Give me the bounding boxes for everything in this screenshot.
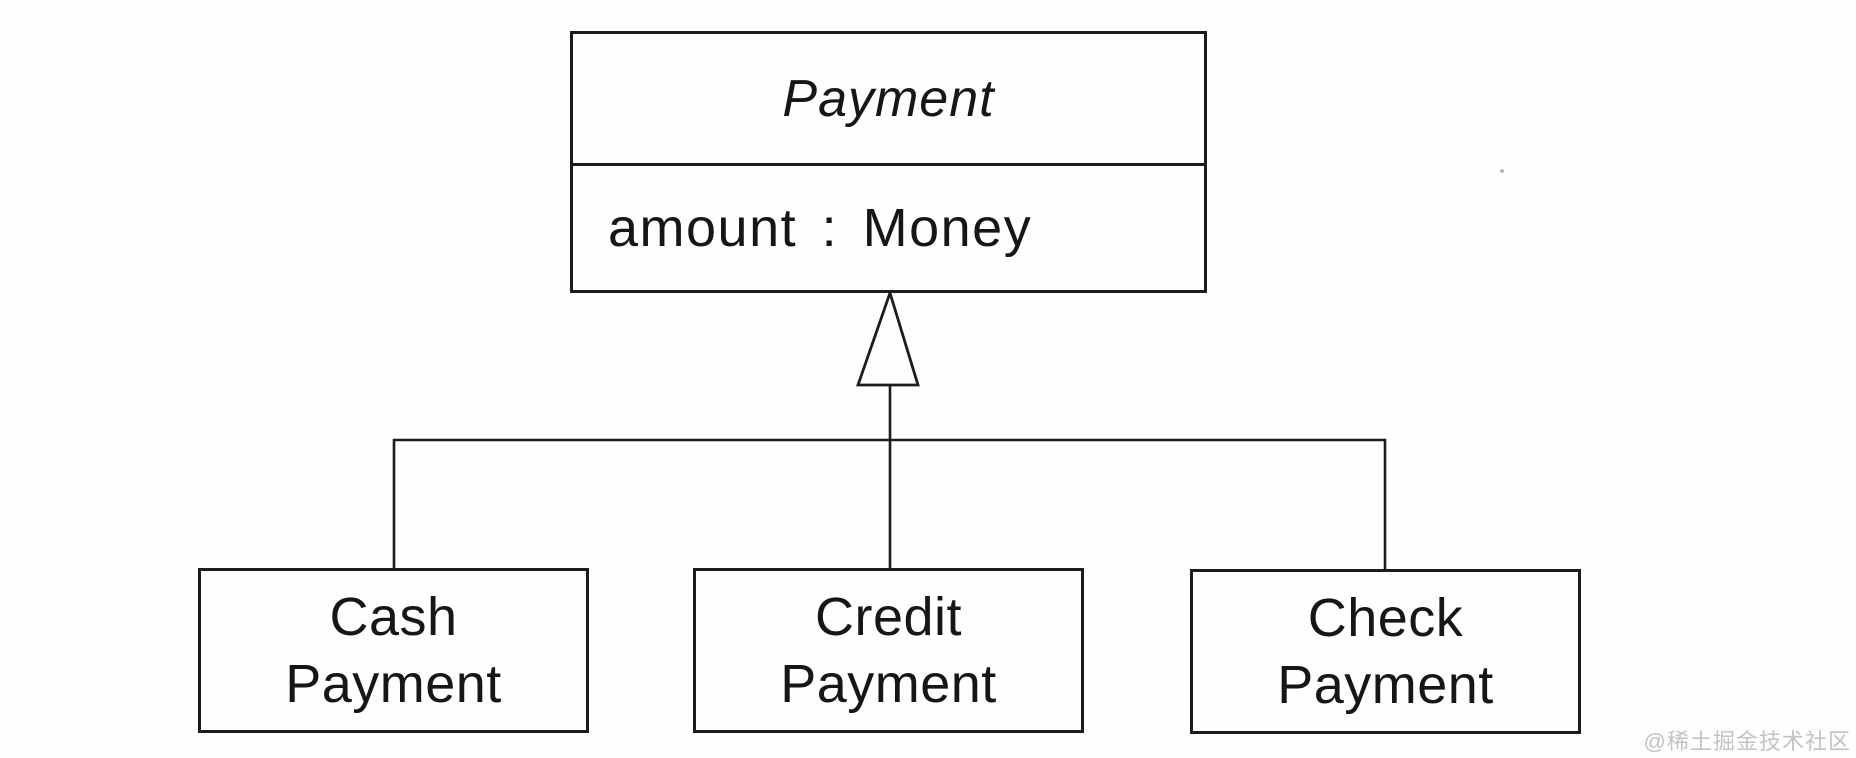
class-name-line: Payment xyxy=(1277,654,1494,715)
cash-payment-class-box: Cash Payment xyxy=(198,568,589,733)
class-name-line: Cash xyxy=(329,586,458,647)
class-name-line: Payment xyxy=(780,653,997,714)
scan-artifact-dot xyxy=(1500,169,1504,173)
check-payment-class-box: Check Payment xyxy=(1190,569,1581,734)
class-name-compartment: Payment xyxy=(573,34,1204,166)
class-name-line: Check xyxy=(1307,587,1464,648)
credit-payment-class-box: Credit Payment xyxy=(693,568,1084,733)
class-attribute: amount : Money xyxy=(608,198,1033,258)
payment-class-box: Payment amount : Money xyxy=(570,31,1207,293)
class-name-line: Credit xyxy=(814,586,963,647)
generalization-triangle-icon xyxy=(856,288,920,387)
watermark: @稀土掘金技术社区 xyxy=(1643,729,1851,754)
class-attributes-compartment: amount : Money xyxy=(573,166,1204,290)
class-name-line: Payment xyxy=(285,653,502,714)
class-name: Payment xyxy=(782,69,995,128)
